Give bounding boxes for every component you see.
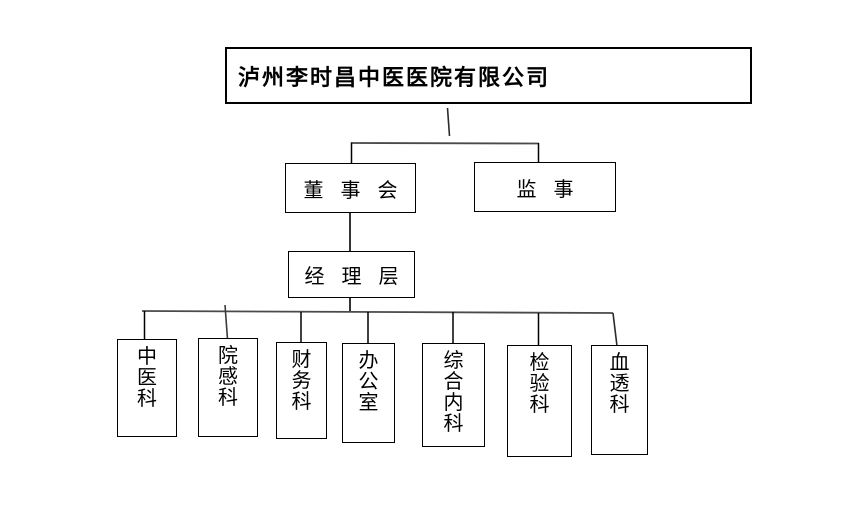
supervisor-label: 监事	[516, 178, 591, 201]
dept-box-finance: 财务科	[276, 342, 327, 439]
dept-box-office: 办公室	[342, 343, 395, 443]
management-box: 经理层	[288, 251, 415, 298]
supervisor-box: 监事	[474, 162, 616, 212]
board-of-directors-label: 董事会	[303, 179, 415, 202]
dept-box-general-internal-medicine: 综合内科	[422, 343, 485, 447]
company-root-box: 泸州李时昌中医医院有限公司	[225, 47, 752, 104]
dept-box-infection-control: 院感科	[198, 338, 258, 437]
dept-label-general-internal-medicine: 综合内科	[443, 350, 464, 435]
dept-box-tcm: 中医科	[117, 339, 177, 437]
dept-box-hemodialysis: 血透科	[591, 345, 648, 455]
dept-label-finance: 财务科	[291, 349, 312, 413]
company-title: 泸州李时昌中医医院有限公司	[238, 64, 551, 90]
board-of-directors-box: 董事会	[285, 163, 416, 213]
dept-box-laboratory: 检验科	[507, 345, 572, 457]
dept-label-infection-control: 院感科	[218, 345, 238, 409]
management-label: 经理层	[304, 266, 416, 288]
dept-label-office: 办公室	[358, 350, 379, 414]
dept-label-tcm: 中医科	[137, 346, 157, 410]
dept-label-hemodialysis: 血透科	[609, 352, 630, 416]
dept-label-laboratory: 检验科	[529, 352, 550, 416]
